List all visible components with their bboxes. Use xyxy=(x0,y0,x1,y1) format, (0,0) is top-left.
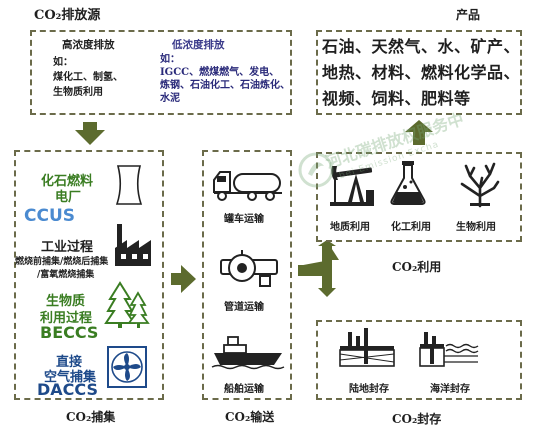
trees-icon xyxy=(104,281,150,328)
pipeline-transport-label: 管道运输 xyxy=(224,302,264,313)
bio-label-1: 生物质 xyxy=(46,294,86,309)
products-box xyxy=(316,30,522,115)
flask-icon xyxy=(390,161,426,205)
low-concentration-line-1: 如： xyxy=(160,54,180,65)
truck-transport-label: 罐车运输 xyxy=(224,214,264,225)
low-concentration-line-2: IGCC、燃煤燃气、发电、 xyxy=(160,67,280,78)
dac-label-1: 直接 xyxy=(56,355,83,370)
chemical-utilization-label: 化工利用 xyxy=(391,222,431,233)
cooling-tower-icon xyxy=(115,165,143,205)
ccus-label: CCUS xyxy=(24,206,75,226)
source-box xyxy=(30,30,292,115)
capture-title: CO₂捕集 xyxy=(66,410,116,424)
storage-title: CO₂封存 xyxy=(392,412,442,426)
products-line-2: 地热、材料、燃料化学品、 xyxy=(322,63,521,82)
ship-icon xyxy=(211,336,285,370)
low-concentration-line-4: 水泥 xyxy=(160,93,180,104)
watermark-logo-icon xyxy=(298,152,334,188)
products-title: 产品 xyxy=(456,8,481,22)
low-concentration-heading: 低浓度排放 xyxy=(172,39,225,51)
bio-label-2: 利用过程 xyxy=(40,311,93,326)
transport-title: CO₂输送 xyxy=(225,410,275,424)
storage-box xyxy=(316,320,522,400)
up-arrow-icon xyxy=(405,120,433,145)
tanker-truck-icon xyxy=(213,171,282,201)
beccs-label: BECCS xyxy=(40,323,99,342)
ocean-storage-label: 海洋封存 xyxy=(430,384,470,395)
utilization-box xyxy=(316,152,522,242)
ship-transport-label: 船舶运输 xyxy=(224,384,264,395)
high-concentration-line-3: 生物质利用 xyxy=(53,87,103,98)
low-concentration-line-3: 炼钢、石油化工、石油炼化、 xyxy=(160,80,290,91)
biological-utilization-label: 生物利用 xyxy=(456,222,496,233)
transport-box xyxy=(202,150,292,400)
products-line-3: 视频、饲料、肥料等 xyxy=(322,89,471,108)
high-concentration-line-1: 如： xyxy=(53,57,73,68)
factory-icon xyxy=(115,224,151,266)
fossil-label-1: 化石燃料 xyxy=(41,174,94,189)
fan-icon xyxy=(107,346,147,388)
high-concentration-line-2: 煤化工、制氢、 xyxy=(53,72,123,83)
pump-jack-icon xyxy=(330,166,374,206)
right-arrow-icon xyxy=(171,265,196,293)
pipeline-icon xyxy=(220,250,278,287)
products-line-1: 石油、天然气、水、矿产、 xyxy=(322,37,521,56)
geological-utilization-label: 地质利用 xyxy=(330,222,370,233)
high-concentration-heading: 高浓度排放 xyxy=(62,39,115,51)
land-storage-label: 陆地封存 xyxy=(349,384,389,395)
coral-icon xyxy=(460,162,500,208)
industry-label: 工业过程 xyxy=(41,240,94,255)
industry-sub-1: 燃烧前捕集/燃烧后捕集 xyxy=(15,257,109,267)
capture-box xyxy=(14,150,164,400)
down-arrow-icon xyxy=(75,122,105,145)
dac-label-2: 空气捕集 xyxy=(44,370,97,385)
daccs-label: DACCS xyxy=(37,380,98,399)
industry-sub-2: /富氧燃烧捕集 xyxy=(37,270,95,280)
source-title: CO₂排放源 xyxy=(34,8,101,23)
land-storage-icon xyxy=(339,328,395,367)
utilization-title: CO₂利用 xyxy=(392,260,442,274)
ocean-storage-icon xyxy=(419,332,479,367)
split-arrow-icon xyxy=(298,240,339,297)
fossil-label-2: 电厂 xyxy=(55,190,82,205)
